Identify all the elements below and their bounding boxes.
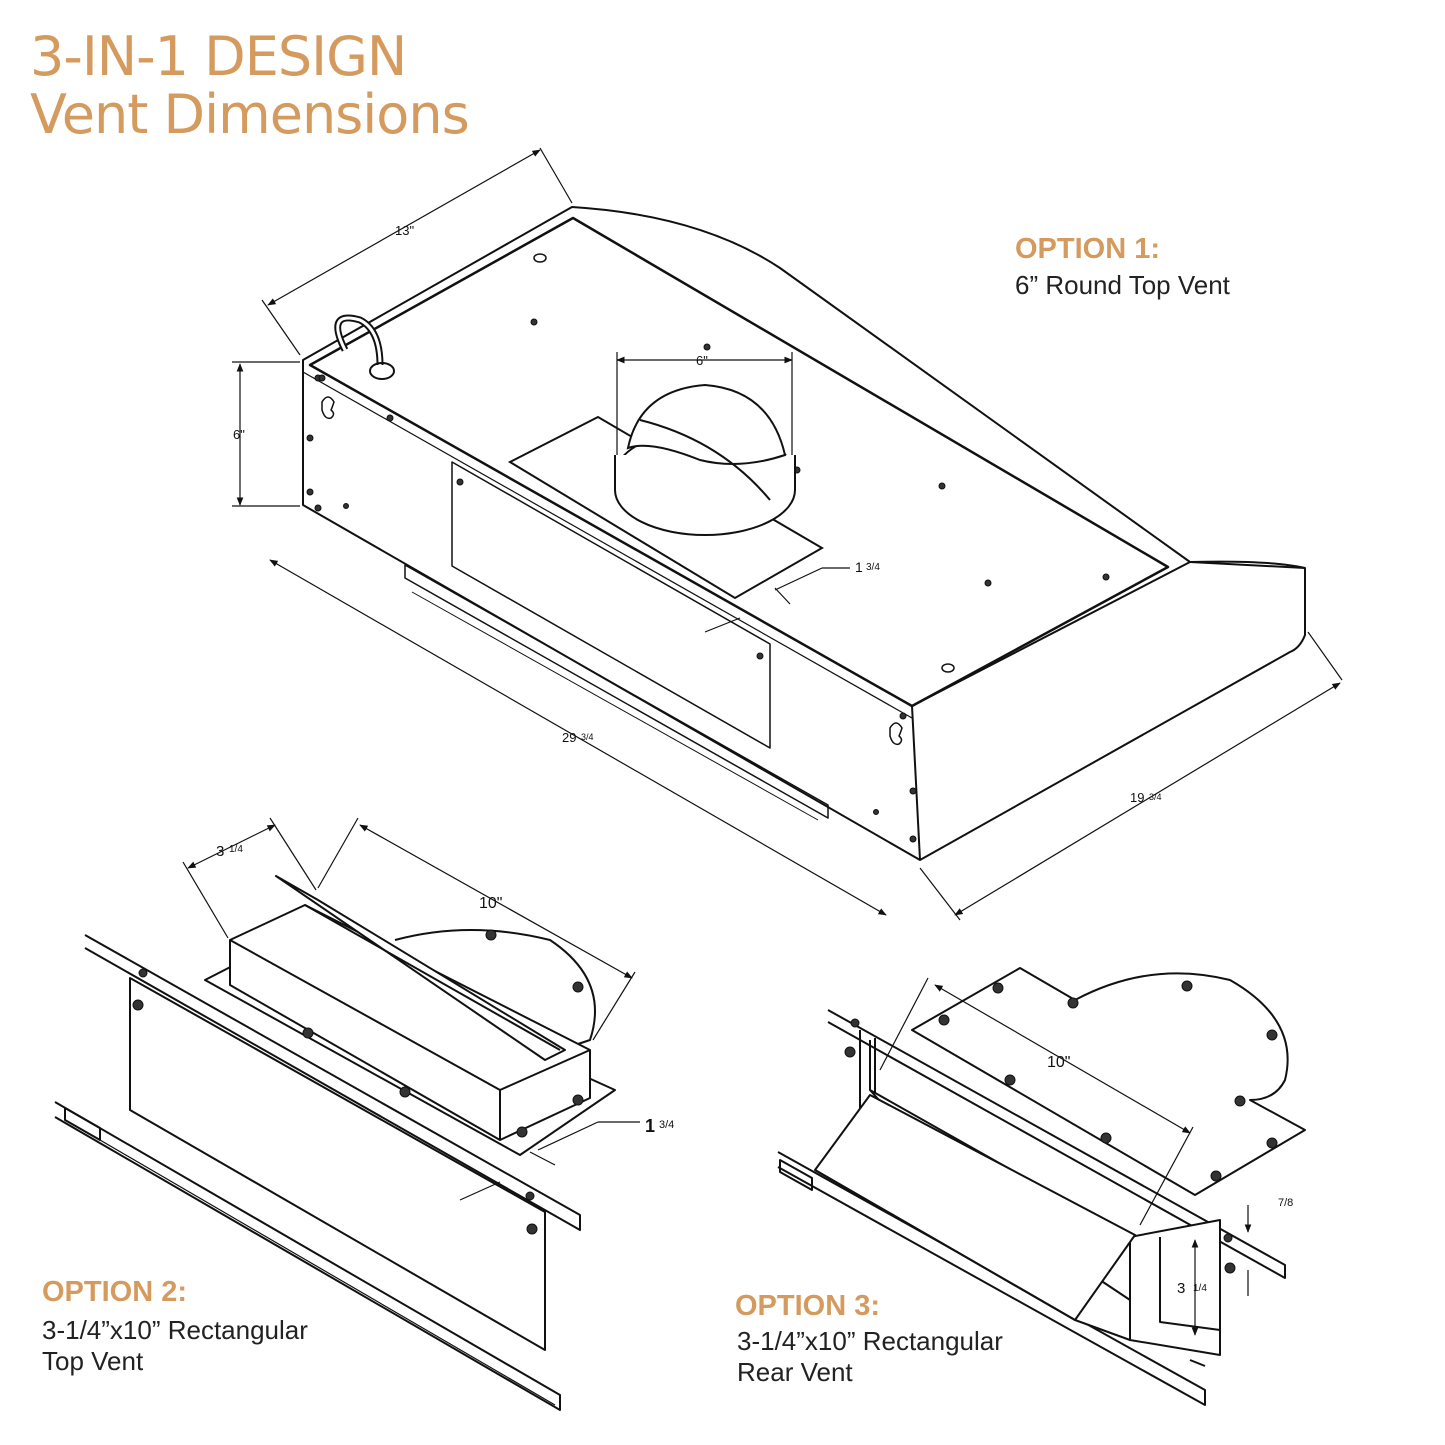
option-1-heading: OPTION 1:: [1015, 233, 1161, 265]
dim-opt2-width-label: 10": [479, 895, 502, 912]
round-vent-collar: [507, 383, 824, 600]
option-2-dimension-labels: 3 1/4 10" 1 3/4: [216, 843, 674, 1136]
option-2-drawing: [54, 875, 616, 1411]
title-line-1: 3-IN-1 DESIGN: [30, 25, 407, 88]
dim-29-whole: 29: [562, 730, 576, 745]
dim-opt3-width-label: 10": [1047, 1054, 1070, 1071]
dim-19-frac: 3/4: [1149, 792, 1162, 802]
dim-13-label: 13": [395, 223, 414, 238]
option-3-heading: OPTION 3:: [735, 1290, 881, 1322]
option-3-dimension-lines: [879, 977, 1252, 1336]
main-dimension-labels: 13" 6" 6" 1 3/4 29 3/4 19 3/4: [233, 223, 1162, 805]
range-hood-main-view: [302, 206, 1306, 861]
title-line-2: Vent Dimensions: [30, 83, 470, 146]
option-2-description-line-1: 3-1/4”x10” Rectangular: [42, 1315, 308, 1345]
dim-29-frac: 3/4: [581, 732, 594, 742]
dim-opt2-flange-frac: 3/4: [659, 1119, 674, 1131]
option-3-description-line-2: Rear Vent: [737, 1357, 853, 1387]
option-3-dimension-labels: 10" 7/8 3 1/4: [1047, 1054, 1293, 1297]
dim-opt2-flange-whole: 1: [645, 1116, 655, 1136]
dim-6-height-label: 6": [233, 427, 245, 442]
main-dimension-lines: [232, 147, 1343, 921]
dim-flange-frac: 3/4: [866, 562, 880, 573]
dim-19-whole: 19: [1130, 790, 1144, 805]
option-3-description-line-1: 3-1/4”x10” Rectangular: [737, 1326, 1003, 1356]
dim-flange-whole: 1: [855, 559, 863, 575]
option-2-dimension-lines: [182, 817, 640, 1201]
option-1-description: 6” Round Top Vent: [1015, 270, 1230, 300]
dim-opt2-depth-whole: 3: [216, 843, 224, 860]
dim-opt3-height-whole: 3: [1177, 1280, 1185, 1297]
dim-opt3-offset-frac: 7/8: [1278, 1197, 1293, 1209]
option-3-drawing: [777, 967, 1306, 1406]
dim-6-round-label: 6": [696, 353, 708, 368]
dim-opt3-height-frac: 1/4: [1193, 1283, 1207, 1294]
option-2-heading: OPTION 2:: [42, 1276, 188, 1308]
dim-opt2-depth-frac: 1/4: [229, 844, 243, 855]
option-2-description-line-2: Top Vent: [42, 1346, 144, 1376]
